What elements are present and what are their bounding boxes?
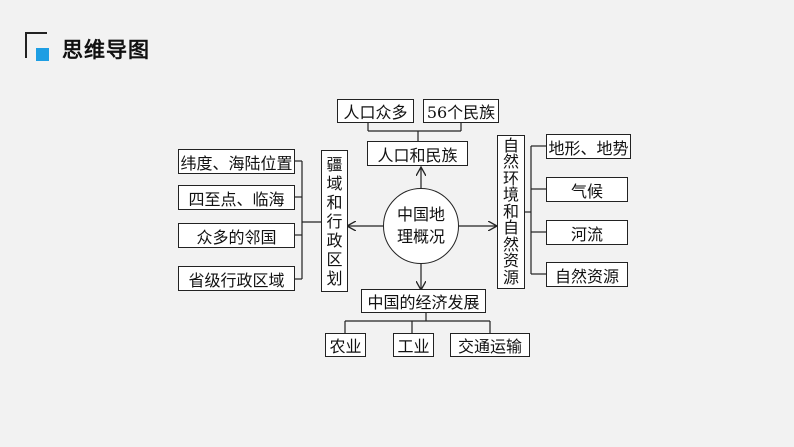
node-rivers: 河流 — [546, 220, 628, 245]
right-title-char: 资 — [502, 251, 519, 271]
left-title-char: 划 — [326, 268, 343, 288]
node-landform-terrain: 地形、地势 — [546, 134, 631, 159]
node-latitude-sea-land-position: 纬度、海陆位置 — [178, 149, 295, 174]
left-title-char: 政 — [326, 230, 343, 250]
node-agriculture: 农业 — [325, 333, 366, 357]
left-title-char: 疆 — [326, 154, 343, 174]
node-population-and-ethnicity: 人口和民族 — [367, 141, 468, 166]
header-frame-decoration — [25, 32, 47, 58]
node-natural-resources: 自然资源 — [546, 262, 628, 287]
left-title-char: 和 — [326, 192, 343, 212]
header-blue-square-icon — [36, 48, 49, 61]
left-title-char: 区 — [326, 249, 343, 269]
right-title-char: 自 — [502, 218, 519, 238]
page-title: 思维导图 — [62, 38, 150, 62]
node-extreme-points-seas: 四至点、临海 — [178, 185, 295, 210]
right-title-char: 然 — [502, 152, 519, 172]
node-china-geography-overview: 中国地 理概况 — [383, 188, 459, 264]
node-climate: 气候 — [546, 177, 628, 202]
right-title-char: 源 — [502, 267, 519, 287]
right-title-char: 自 — [502, 135, 519, 155]
node-industry: 工业 — [393, 333, 434, 357]
right-title-char: 和 — [502, 201, 519, 221]
right-title-char: 环 — [502, 168, 519, 188]
node-china-economic-development: 中国的经济发展 — [361, 289, 486, 313]
right-title-char: 然 — [502, 234, 519, 254]
left-title-char: 行 — [326, 211, 343, 231]
node-population-large: 人口众多 — [337, 99, 414, 123]
node-56-ethnic-groups: 56个民族 — [423, 99, 499, 123]
node-provincial-divisions: 省级行政区域 — [178, 266, 295, 291]
center-line-2: 理概况 — [396, 227, 445, 246]
node-transportation: 交通运输 — [450, 333, 530, 357]
center-line-1: 中国地 — [396, 205, 445, 224]
node-territory-and-administrative-divisions: 疆 域 和 行 政 区 划 — [321, 150, 348, 292]
left-title-char: 域 — [326, 173, 343, 193]
node-natural-environment-and-resources: 自 然 环 境 和 自 然 资 源 — [497, 135, 525, 289]
node-many-neighbors: 众多的邻国 — [178, 223, 295, 248]
right-title-char: 境 — [502, 185, 519, 205]
